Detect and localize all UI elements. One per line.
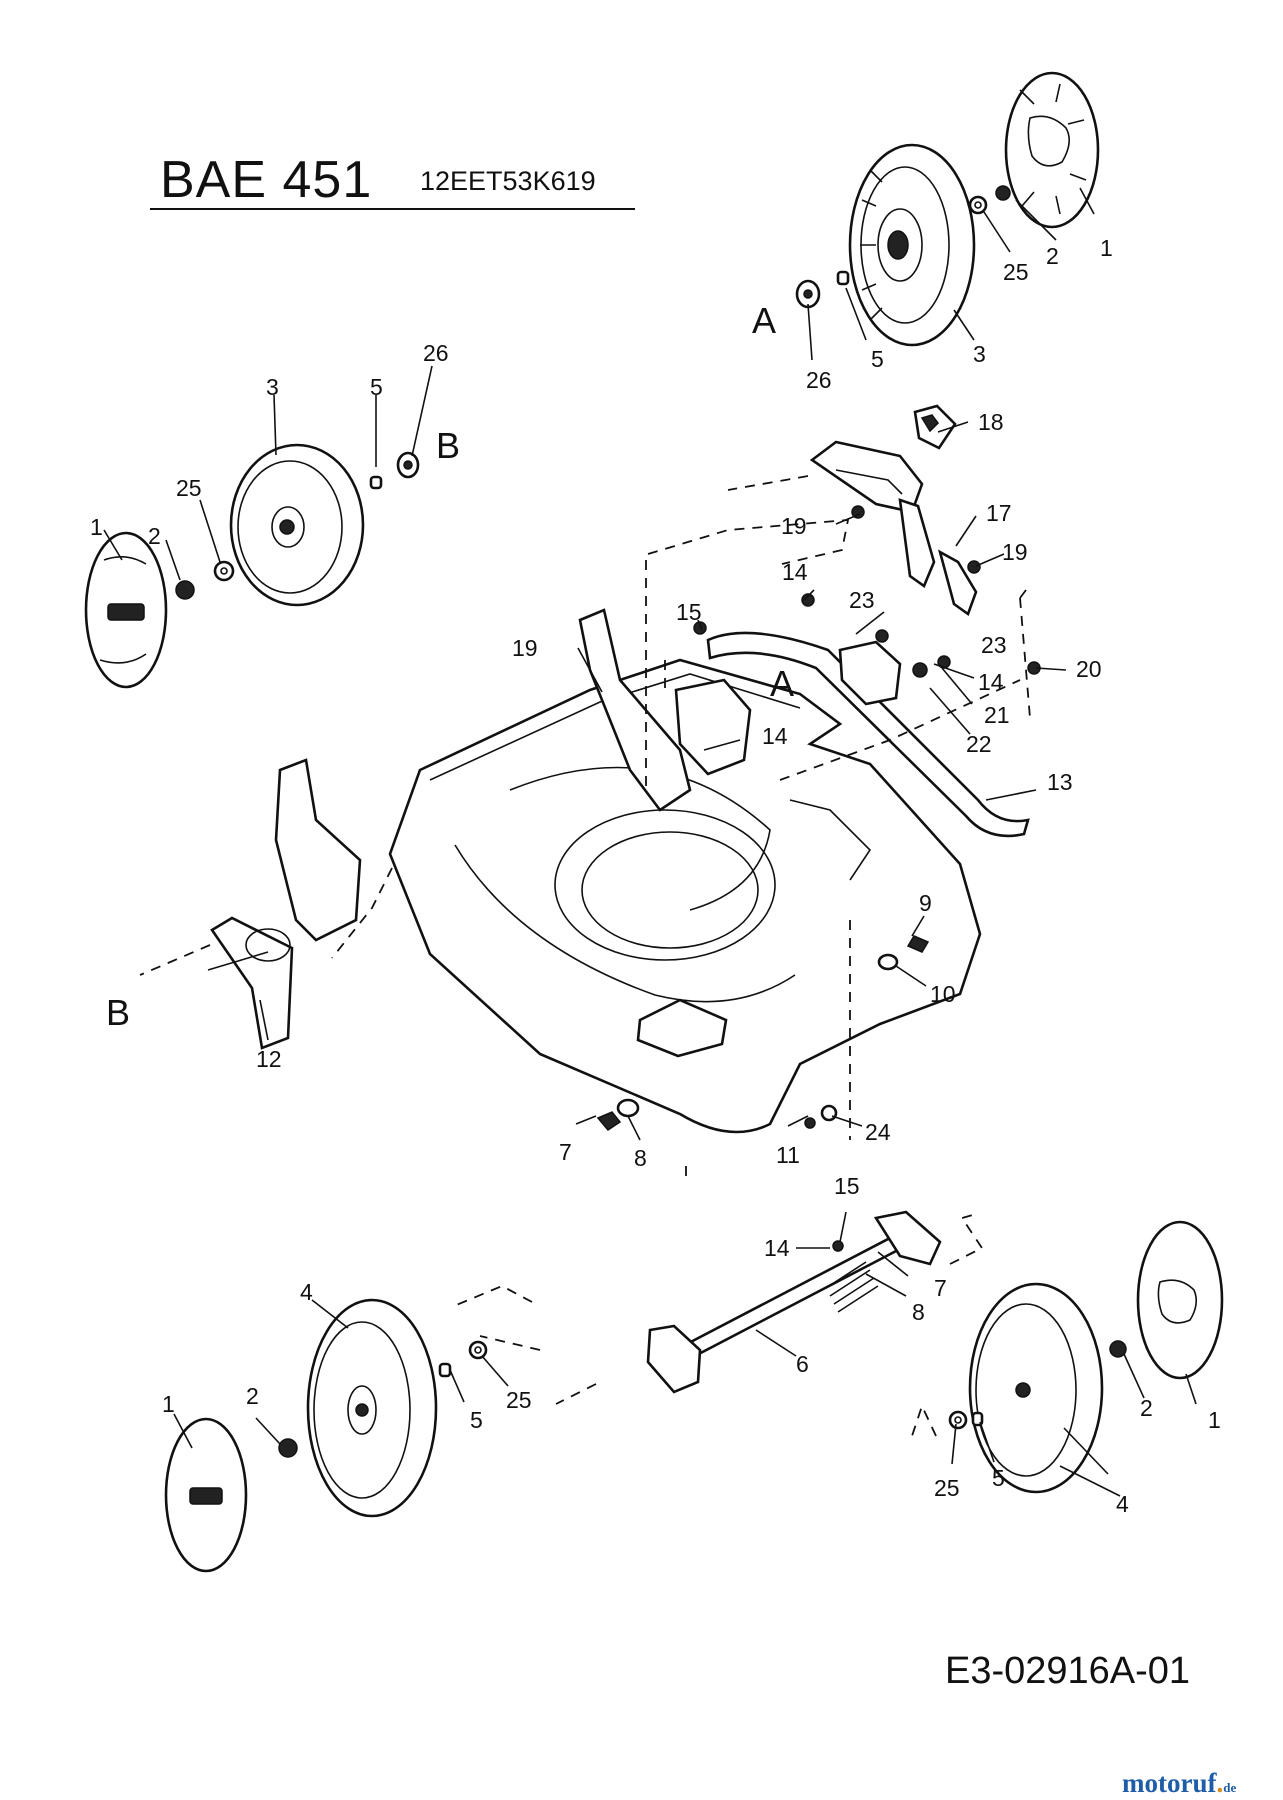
handle-bar-13 — [706, 631, 1030, 838]
callout-label: 15 — [676, 599, 702, 625]
callout-label: 19 — [1002, 539, 1028, 565]
callout-label: 14 — [764, 1235, 790, 1261]
callout-label: 26 — [423, 340, 449, 366]
callout-label: 17 — [986, 500, 1012, 526]
washer-26-left — [396, 451, 420, 479]
nut-2-bottom-right — [1109, 1340, 1127, 1358]
ref-mark-a-mid: A — [770, 663, 794, 704]
nut-2-left — [175, 580, 195, 600]
callout-label: 22 — [966, 731, 992, 757]
bolt-9-washer-10 — [877, 935, 930, 971]
callout-label: 14 — [782, 559, 808, 585]
spacer-5-bottom-left — [438, 1362, 452, 1378]
callout-label: 1 — [1100, 235, 1113, 261]
callout-label: 5 — [470, 1407, 483, 1433]
tire-4-left — [306, 1298, 438, 1518]
hubcap-1-bottom-right — [1136, 1220, 1224, 1380]
washer-25-top — [968, 195, 988, 215]
title-underline — [150, 208, 635, 210]
callout-label: 13 — [1047, 769, 1073, 795]
tire-4-right — [968, 1282, 1104, 1494]
model-title: BAE 451 — [160, 151, 373, 209]
callout-label: 7 — [934, 1275, 947, 1301]
callout-label: 26 — [806, 367, 832, 393]
tire-3-top — [848, 143, 976, 347]
mower-deck — [388, 658, 982, 1134]
callout-label: 7 — [559, 1139, 572, 1165]
nut-2-top — [995, 185, 1011, 201]
callout-label: 8 — [634, 1145, 647, 1171]
handle-bracket-17 — [809, 440, 978, 617]
callout-label: 5 — [370, 374, 383, 400]
callout-label: 1 — [90, 514, 103, 540]
tire-3-left — [229, 443, 365, 607]
spacer-5-bottom-right — [971, 1411, 984, 1427]
callout-label: 12 — [256, 1046, 282, 1072]
washer-25-bottom-right — [948, 1410, 968, 1430]
axle-6 — [646, 1210, 942, 1394]
brand-logo: motoruf.de — [1122, 1768, 1236, 1799]
lever-bracket-right — [578, 608, 752, 812]
model-code: 12EET53K619 — [420, 166, 596, 196]
callout-label: 15 — [834, 1173, 860, 1199]
callout-label: 21 — [984, 702, 1010, 728]
callout-label: 25 — [1003, 259, 1029, 285]
callout-label: 19 — [512, 635, 538, 661]
callout-labels: 1 2 25 3 5 26 18 17 19 19 14 15 19 23 23… — [90, 235, 1221, 1517]
callout-label: 3 — [973, 341, 986, 367]
spacer-5-left — [369, 475, 383, 490]
callout-label: 2 — [1140, 1395, 1153, 1421]
callout-label: 24 — [865, 1119, 891, 1145]
callout-label: 2 — [246, 1383, 259, 1409]
callout-label: 23 — [849, 587, 875, 613]
callout-label: 6 — [796, 1351, 809, 1377]
callout-label: 9 — [919, 890, 932, 916]
washer-25-bottom-left — [468, 1340, 488, 1360]
callout-label: 4 — [1116, 1491, 1129, 1517]
callout-label: 2 — [1046, 243, 1059, 269]
callout-label: 5 — [871, 346, 884, 372]
brand-main: motoruf — [1122, 1768, 1217, 1798]
callout-label: 1 — [1208, 1407, 1221, 1433]
leader-lines — [103, 187, 1197, 1497]
lever-bracket-left-12 — [207, 758, 362, 1050]
washer-25-left — [213, 560, 235, 582]
ref-mark-b-left: B — [106, 992, 130, 1033]
hubcap-1-bottom-left — [164, 1417, 248, 1573]
callout-label: 20 — [1076, 656, 1102, 682]
callout-label: 19 — [781, 513, 807, 539]
callout-label: 14 — [978, 669, 1004, 695]
nut-2-bottom-left — [278, 1438, 298, 1458]
callout-label: 25 — [506, 1387, 532, 1413]
callout-label: 1 — [162, 1391, 175, 1417]
callout-label: 3 — [266, 374, 279, 400]
ref-mark-a-top: A — [752, 300, 776, 341]
brand-suffix: de — [1223, 1780, 1237, 1795]
callout-label: 11 — [776, 1142, 800, 1168]
spacer-5-top — [836, 270, 850, 286]
assembly-lines — [139, 475, 1031, 1437]
callout-label: 25 — [176, 475, 202, 501]
callout-label: 23 — [981, 632, 1007, 658]
callout-label: 25 — [934, 1475, 960, 1501]
wheel-top-right — [1004, 71, 1100, 229]
brand-accent: . — [1216, 1768, 1224, 1798]
callout-label: 4 — [300, 1279, 313, 1305]
callout-label: 18 — [978, 409, 1004, 435]
washer-26-top — [795, 279, 821, 309]
callout-label: 14 — [762, 723, 788, 749]
ref-mark-b-top: B — [436, 425, 460, 466]
fasteners-7-8-11-24 — [596, 1098, 838, 1131]
callout-label: 2 — [148, 523, 161, 549]
callout-label: 5 — [992, 1465, 1005, 1491]
callout-label: 10 — [930, 981, 956, 1007]
bracket-21-22 — [838, 640, 928, 706]
hubcap-1-left — [84, 531, 168, 689]
document-number: E3-02916A-01 — [945, 1650, 1191, 1692]
clip-18 — [913, 404, 957, 450]
callout-label: 8 — [912, 1299, 925, 1325]
